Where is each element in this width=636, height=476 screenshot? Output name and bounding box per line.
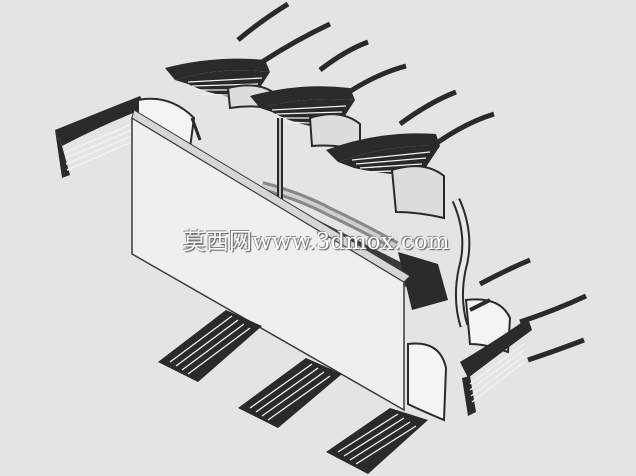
chair-front-1 bbox=[158, 310, 262, 382]
chair-front-3 bbox=[326, 408, 428, 474]
modesty-panel bbox=[131, 109, 411, 412]
chair-back-3 bbox=[326, 89, 495, 220]
chair-back-1 bbox=[165, 1, 332, 112]
chair-front-2 bbox=[238, 358, 342, 428]
chair-end-right bbox=[407, 257, 588, 422]
